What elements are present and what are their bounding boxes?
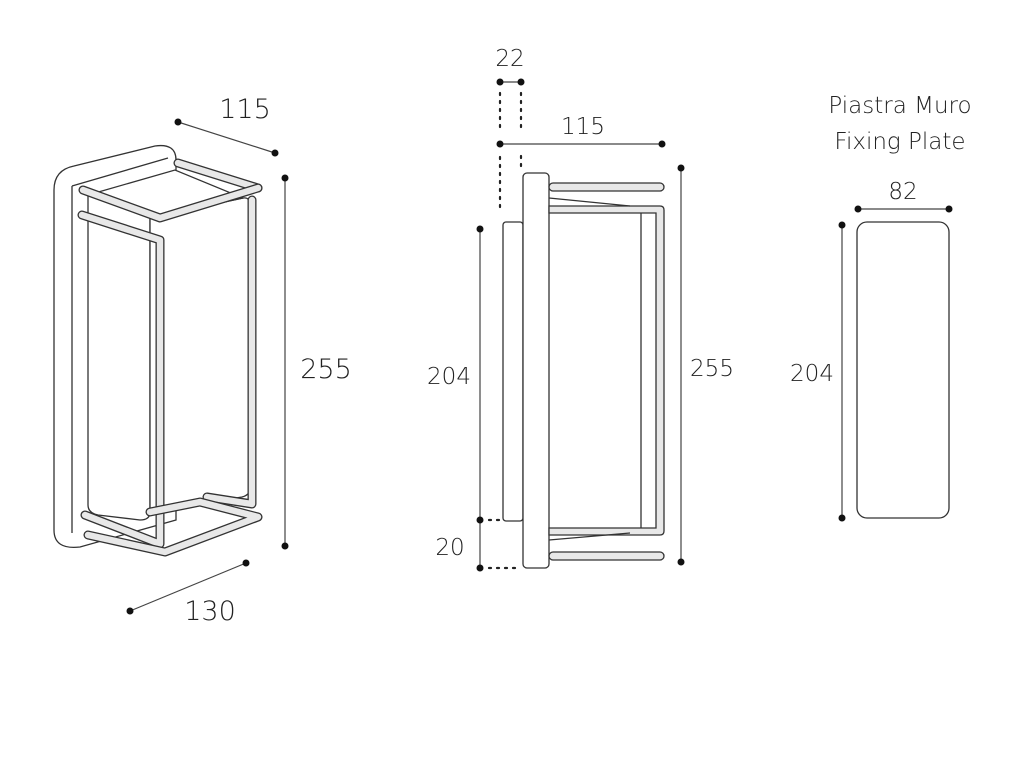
fixing-plate-title-en: Fixing Plate (834, 129, 965, 155)
perspective-lamp (53, 144, 263, 557)
width-label: 130 (184, 596, 236, 627)
plate-height-label: 204 (427, 364, 471, 390)
side-depth-label: 115 (561, 114, 605, 140)
depth-label: 115 (219, 94, 271, 125)
fixing-plate (838, 205, 953, 522)
side-height-label: 255 (690, 356, 734, 382)
fixing-plate-title-it: Piastra Muro (828, 93, 971, 119)
plate-thickness-label: 22 (495, 46, 524, 72)
fixing-plate-width-label: 82 (888, 179, 917, 205)
height-label: 255 (300, 354, 352, 385)
fixing-plate-height-label: 204 (790, 361, 834, 387)
offset-label: 20 (435, 535, 464, 561)
side-view-dimensions (476, 78, 685, 572)
perspective-dimensions (126, 118, 289, 615)
side-view-lamp (502, 172, 665, 569)
